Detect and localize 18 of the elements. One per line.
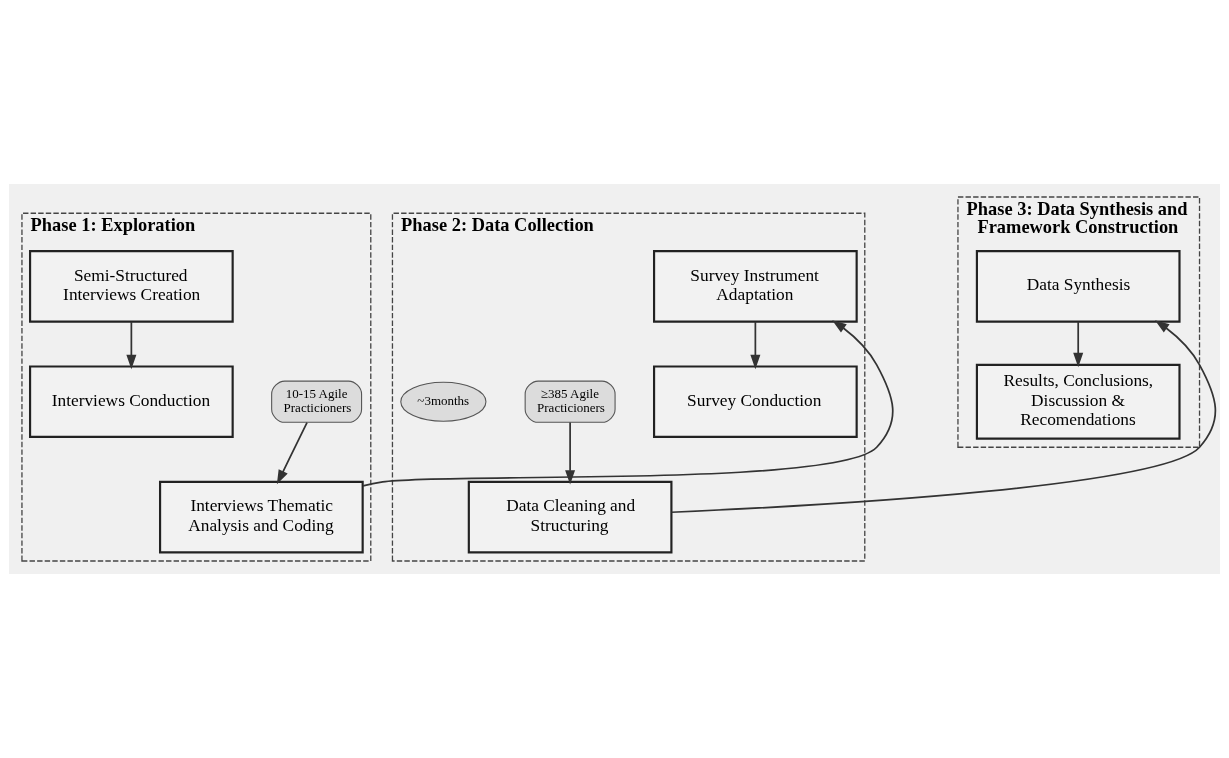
node-box: Data Cleaning and Structuring	[467, 480, 673, 554]
node-box: Interviews Conduction	[29, 365, 234, 439]
node-box: Interviews Thematic Analysis and Coding	[159, 480, 364, 554]
arrow	[670, 320, 1217, 514]
arrow	[750, 320, 761, 370]
node-box: 10-15 Agile Practicioners	[271, 380, 363, 423]
node-box: Data Synthesis	[975, 250, 1181, 323]
node-box: ≥385 Agile Practicioners	[524, 380, 616, 423]
node-box: Survey Instrument Adaptation	[653, 250, 858, 323]
arrow	[1073, 320, 1084, 368]
arrow	[126, 320, 137, 370]
node-box: Results, Conclusions, Discussion & Recomendations	[975, 363, 1181, 440]
arrow	[565, 421, 576, 485]
node-box: Semi-Structured Interviews Creation	[29, 250, 234, 323]
arrow	[362, 320, 894, 487]
node-box: Survey Conduction	[653, 365, 858, 439]
arrow	[276, 421, 308, 485]
node-ellipse: ~3months	[400, 381, 487, 422]
